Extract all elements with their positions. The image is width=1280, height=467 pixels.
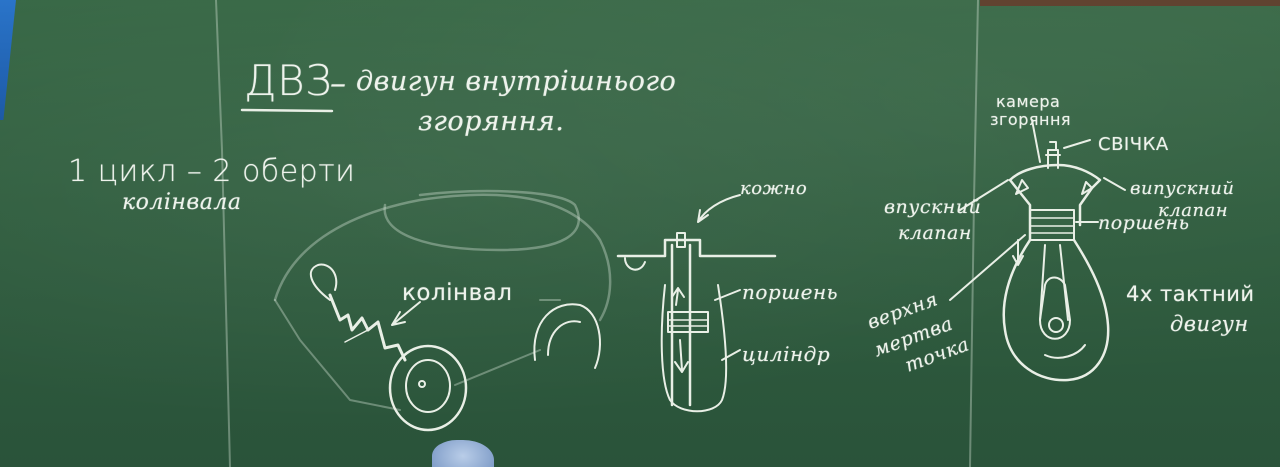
board-top-frame	[980, 0, 1280, 6]
intake-valve-label-1: впускний	[884, 196, 982, 218]
chalk-cloth	[432, 440, 494, 467]
engine-type-label-1: 4х тактний	[1126, 282, 1255, 306]
spark-plug-label: СВІЧКА	[1098, 134, 1169, 155]
title-line-2: згоряння.	[418, 106, 565, 137]
cylinder-label: циліндр	[742, 342, 831, 366]
cycle-text-line-2: колінвала	[122, 190, 242, 215]
crankshaft-label: колінвал	[402, 280, 513, 306]
chamber-label-2: згоряння	[990, 110, 1072, 129]
exhaust-valve-label-1: випускний	[1130, 178, 1235, 199]
window-label: кожно	[740, 178, 808, 199]
car-sketch	[273, 189, 612, 411]
intake-valve-label-2: клапан	[898, 222, 972, 244]
panel-divider-left	[215, 0, 231, 467]
engine-type-label-2: двигун	[1170, 312, 1249, 336]
exhaust-valve-label-2: клапан	[1158, 200, 1229, 221]
car-wheel	[388, 344, 468, 432]
cycle-text-line-1: 1 цикл – 2 оберти	[68, 154, 356, 189]
crankshaft-sketch	[328, 293, 407, 362]
title-line-1: двигун внутрішнього	[356, 66, 677, 97]
title-underline	[240, 108, 334, 113]
simple-engine-sketch	[616, 194, 777, 413]
panel-divider-right	[969, 0, 979, 467]
chamber-label-1: камера	[996, 92, 1061, 111]
crankshaft-arrow	[391, 301, 421, 326]
four-stroke-engine-sketch	[949, 119, 1126, 382]
title-dash: –	[330, 64, 347, 102]
title-abbreviation: ДВЗ	[244, 56, 333, 105]
piston-label-middle: поршень	[742, 280, 839, 304]
piston-label-right: поршень	[1098, 212, 1190, 234]
